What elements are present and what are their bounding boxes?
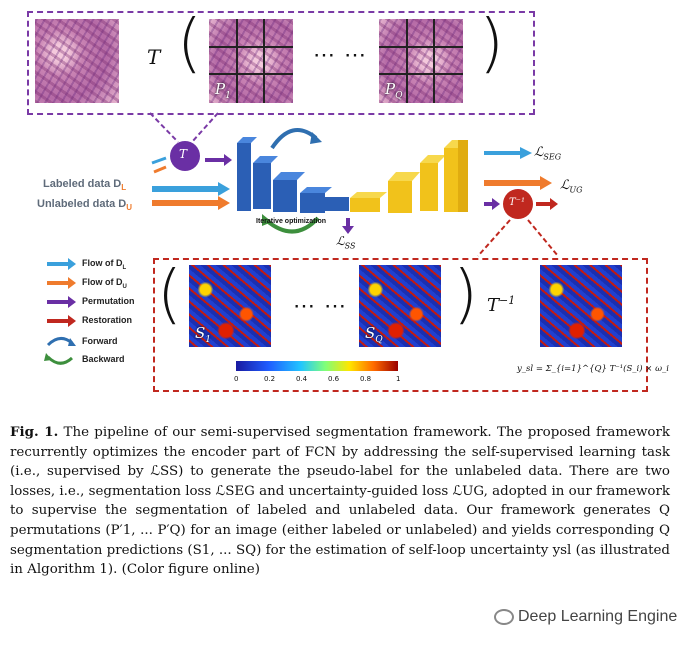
top-ellipsis: ⋯ ⋯	[313, 43, 367, 68]
wechat-icon	[494, 608, 514, 625]
colorbar-tick-0: 0	[234, 375, 239, 383]
labeled-data-label: Labeled data DL	[43, 178, 126, 192]
watermark-text: Deep Learning Engine	[518, 608, 678, 625]
transform-operator: T	[147, 45, 161, 69]
left-paren: (	[177, 7, 202, 81]
legend-permutation: Permutation	[82, 296, 135, 306]
Tinv-circle-label: T⁻¹	[509, 197, 525, 208]
patch-label-1: P	[215, 80, 226, 98]
permuted-patch-q: PQ	[379, 19, 463, 103]
loss-ug-symbol: ℒ	[560, 178, 570, 193]
legend-flow-du-text: Flow of D	[82, 277, 123, 287]
patch-sub-1: 1	[225, 91, 231, 101]
prediction-sub-q: Q	[375, 335, 383, 345]
legend-flow-dl-text: Flow of D	[82, 258, 123, 268]
prediction-heatmap-1: S1	[189, 265, 271, 347]
colorbar-tick-4: 0.8	[360, 375, 372, 383]
watermark: Deep Learning Engine	[494, 608, 677, 626]
colorbar-tick-5: 1	[396, 375, 401, 383]
right-paren: )	[479, 7, 504, 81]
legend-restoration: Restoration	[82, 315, 133, 325]
loss-ss: ℒSS	[336, 234, 355, 250]
legend-flow-du: Flow of DU	[82, 277, 127, 290]
loss-ss-sub: SS	[344, 241, 356, 251]
unlabeled-data-label: Unlabeled data DU	[37, 198, 132, 212]
histology-image-original	[35, 19, 119, 103]
colorbar-tick-1: 0.2	[264, 375, 276, 383]
loss-ss-symbol: ℒ	[336, 234, 345, 248]
prediction-heatmap-q: SQ	[359, 265, 441, 347]
colorbar	[236, 361, 398, 371]
legend-flow-du-sub: U	[122, 283, 127, 290]
T-circle-label: T	[179, 147, 188, 161]
inverse-operator-T: T	[487, 295, 500, 316]
permutation-input-box: T ( P1 ⋯ ⋯ PQ )	[27, 7, 535, 115]
unlabeled-data-text: Unlabeled data D	[37, 198, 127, 210]
prediction-output-box: ( S1 ⋯ ⋯ SQ ) T−1 y_sl = Σ_{i=1}^{Q} T⁻¹…	[153, 258, 669, 392]
permuted-patch-1: P1	[209, 19, 293, 103]
figure-caption: Fig. 1. The pipeline of our semi-supervi…	[10, 423, 670, 580]
bottom-right-paren: )	[453, 258, 478, 332]
prediction-label-q: S	[365, 324, 376, 342]
caption-text: The pipeline of our semi-supervised segm…	[10, 425, 670, 578]
legend-flow-dl: Flow of DL	[82, 258, 126, 271]
prediction-label-1: S	[195, 324, 206, 342]
inverse-operator-sup: −1	[499, 294, 516, 307]
legend-forward: Forward	[82, 336, 118, 346]
aggregated-heatmap	[540, 265, 622, 347]
legend-flow-dl-sub: L	[122, 264, 127, 271]
caption-label: Fig. 1.	[10, 424, 59, 440]
prediction-sub-1: 1	[205, 335, 212, 345]
colorbar-tick-2: 0.4	[296, 375, 308, 383]
bottom-left-paren: (	[157, 258, 182, 332]
colorbar-tick-3: 0.6	[328, 375, 340, 383]
bottom-ellipsis: ⋯ ⋯	[293, 294, 347, 319]
patch-label-q: P	[385, 80, 396, 98]
loss-ug-sub: UG	[569, 185, 583, 195]
iterative-optimization-label: Iterative optimization	[256, 218, 327, 225]
labeled-data-sub: L	[121, 183, 127, 193]
loss-seg-symbol: ℒ	[534, 145, 544, 160]
uncertainty-formula: y_sl = Σ_{i=1}^{Q} T⁻¹(S_i) × ω_i	[517, 364, 670, 374]
labeled-data-text: Labeled data D	[43, 178, 122, 190]
loss-seg-sub: SEG	[543, 152, 562, 162]
loss-seg: ℒSEG	[534, 145, 561, 162]
legend-backward: Backward	[82, 354, 125, 364]
loss-ug: ℒUG	[560, 178, 583, 195]
patch-sub-q: Q	[395, 91, 403, 101]
inverse-operator: T−1	[487, 294, 515, 316]
unlabeled-data-sub: U	[126, 203, 133, 213]
